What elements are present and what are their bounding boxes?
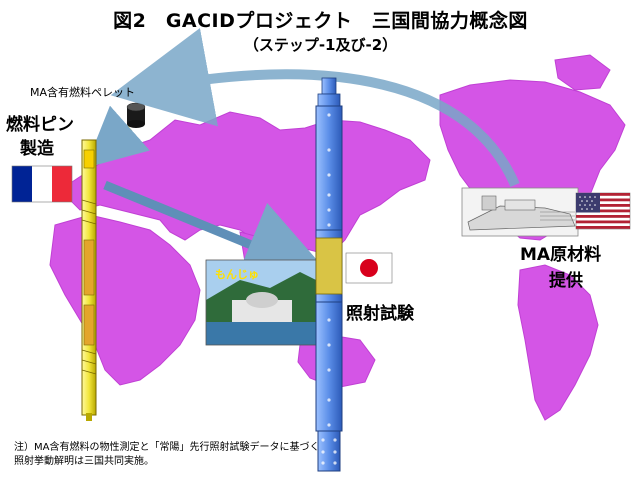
ma-raw-material-label: MA原材料 xyxy=(520,245,602,265)
pin-to-japan-arrow xyxy=(103,180,334,287)
monju-label: もんじゅ xyxy=(215,268,259,281)
us-to-pellet-arrow xyxy=(110,28,520,187)
footnote: 注）MA含有燃料の物性測定と「常陽」先行照射試験データに基づく 照射挙動解明は三… xyxy=(14,441,319,469)
fuel-pin-label: 燃料ピン xyxy=(6,115,74,135)
fuel-pellet-graphic xyxy=(126,102,146,128)
footnote-line-2: 照射挙動解明は三国共同実施。 xyxy=(14,456,154,467)
footnote-line-1: 注）MA含有燃料の物性測定と「常陽」先行照射試験データに基づく xyxy=(14,442,320,453)
south-america-landmass xyxy=(517,264,599,421)
greenland-landmass xyxy=(554,54,611,91)
africa-landmass xyxy=(49,214,201,386)
provide-label: 提供 xyxy=(549,271,583,291)
pellet-to-pin-arrow xyxy=(85,105,150,168)
usa-flag xyxy=(575,192,631,230)
pellet-label: MA含有燃料ペレット xyxy=(30,86,136,99)
japan-flag xyxy=(345,252,393,284)
irradiation-test-label: 照射試験 xyxy=(346,304,414,324)
page-subtitle: （ステップ-1及び-2） xyxy=(243,36,398,54)
page-title: 図2 GACIDプロジェクト 三国間協力概念図 xyxy=(113,10,528,32)
fuel-pin-graphic xyxy=(81,139,97,421)
france-flag xyxy=(11,165,73,203)
us-facility-drawing xyxy=(461,187,579,237)
fuel-pin-label-2: 製造 xyxy=(20,139,54,159)
fuel-assembly-graphic xyxy=(315,77,343,472)
monju-photo xyxy=(205,259,317,346)
